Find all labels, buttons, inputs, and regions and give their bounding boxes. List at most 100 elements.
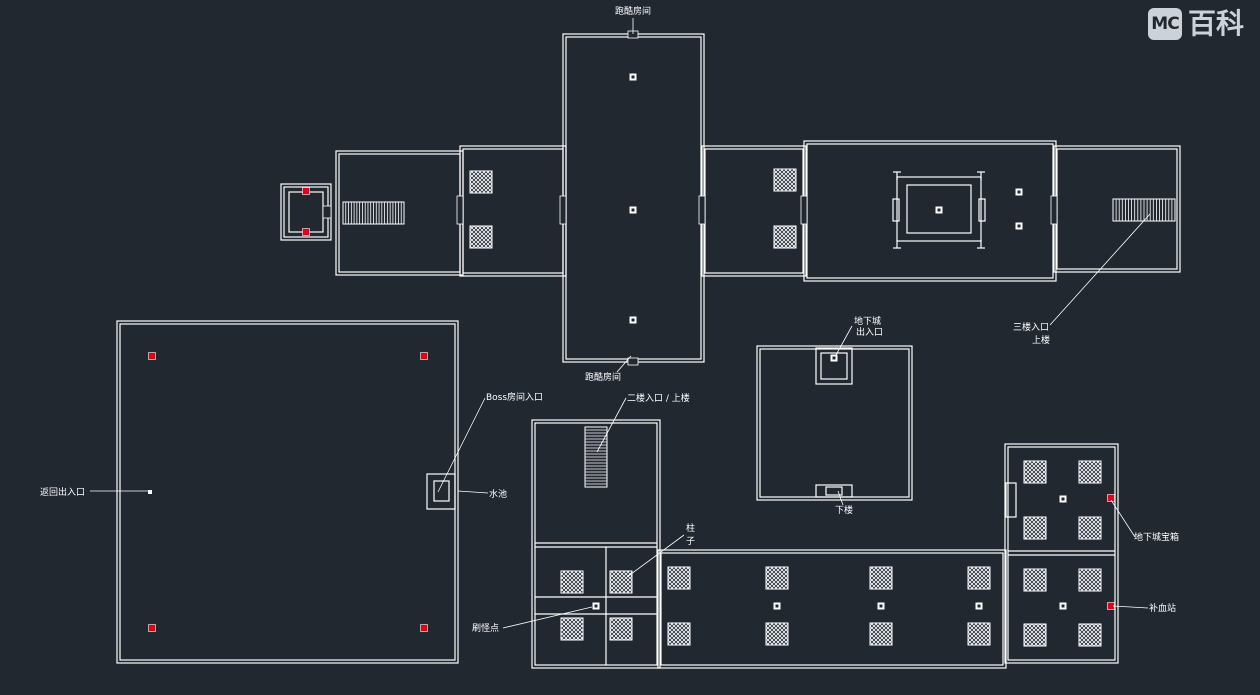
leader-pool bbox=[457, 490, 489, 494]
pillar bbox=[1078, 623, 1102, 647]
pillar bbox=[1023, 623, 1047, 647]
pillar bbox=[773, 168, 797, 192]
spawner-marker-core bbox=[832, 356, 836, 360]
pillar bbox=[967, 566, 991, 590]
label-dungeon-exit-1: 地下城 bbox=[854, 315, 881, 327]
spawner-marker-core bbox=[1061, 497, 1065, 501]
dungeon-exit-room-outer-wall bbox=[756, 345, 913, 501]
logo-text: 百科 bbox=[1188, 7, 1245, 40]
pillar bbox=[560, 570, 584, 594]
pillars-layer bbox=[469, 168, 1102, 647]
pillar bbox=[1023, 516, 1047, 540]
pillar bbox=[667, 622, 691, 646]
spawner-marker-core bbox=[1061, 604, 1065, 608]
pillar bbox=[560, 617, 584, 641]
east-pillar-room-inner-wall bbox=[704, 148, 804, 274]
leader-chest bbox=[1110, 499, 1136, 538]
label-spawner: 刷怪点 bbox=[472, 622, 499, 634]
red-markers-layer bbox=[148, 187, 1115, 632]
central-hall-outer-wall bbox=[803, 140, 1057, 282]
leader-boss-entrance bbox=[437, 397, 486, 493]
label-go-downstairs: 下楼 bbox=[835, 504, 853, 516]
walls-layer bbox=[116, 33, 1181, 669]
dungeon-exit-room-inner-wall bbox=[759, 348, 910, 498]
long-corridor-outer-wall bbox=[657, 549, 1007, 669]
connecting-doorway bbox=[1050, 195, 1058, 225]
connecting-doorway bbox=[698, 195, 706, 225]
spawner-marker-core bbox=[594, 604, 598, 608]
chest-marker bbox=[1107, 494, 1115, 502]
small-side-room-core bbox=[288, 191, 324, 233]
ambush-room-inner-wall bbox=[565, 36, 702, 360]
pillar bbox=[773, 225, 797, 249]
label-boss-entrance: Boss房间入口 bbox=[486, 391, 543, 403]
red-marker-corner bbox=[148, 624, 156, 632]
pillar bbox=[469, 170, 493, 194]
pool-inner bbox=[433, 480, 450, 502]
floor2-block-outer-wall bbox=[531, 419, 661, 669]
leader-ambush-bottom bbox=[616, 355, 632, 373]
red-marker-bottom bbox=[302, 228, 310, 236]
leader-spawner bbox=[502, 606, 593, 629]
pool-outer bbox=[426, 473, 456, 510]
doors-layer bbox=[322, 30, 1058, 366]
pillar bbox=[1023, 568, 1047, 592]
east-pillar-room-outer-wall bbox=[701, 145, 807, 277]
spawner-marker-core bbox=[775, 604, 779, 608]
label-ambush-bottom: 跑酷房间 bbox=[585, 371, 621, 383]
label-ambush-top: 跑酷房间 bbox=[615, 5, 651, 17]
west-pillar-room-outer-wall bbox=[459, 145, 567, 277]
pillar bbox=[609, 617, 633, 641]
pillar bbox=[869, 622, 893, 646]
label-return-entrance: 返回出入口 bbox=[40, 486, 85, 498]
floor2-block-inner-wall bbox=[534, 422, 658, 666]
spawner-marker-core bbox=[879, 604, 883, 608]
leader-pillar bbox=[626, 534, 685, 578]
leader-go-down bbox=[837, 490, 844, 506]
treasure-side-door bbox=[1005, 482, 1017, 518]
label-dungeon-exit-2: 出入口 bbox=[856, 326, 883, 338]
pillar bbox=[609, 570, 633, 594]
mc-logo-icon: MC bbox=[1148, 8, 1182, 40]
spawner-marker-core bbox=[977, 604, 981, 608]
spawner-marker-core bbox=[937, 208, 941, 212]
pillar bbox=[765, 566, 789, 590]
spawner-marker-core bbox=[1017, 190, 1021, 194]
leader-lines-layer bbox=[90, 18, 1151, 629]
exit-hatch-outer bbox=[815, 347, 853, 385]
pillar bbox=[869, 566, 893, 590]
label-floor3-entrance: 三楼入口 bbox=[1013, 321, 1049, 333]
label-heal-station: 补血站 bbox=[1149, 602, 1176, 614]
boss-room-outer-wall bbox=[116, 320, 459, 664]
central-hall-inner-wall bbox=[806, 143, 1054, 279]
altar-left-post bbox=[892, 198, 900, 222]
connecting-doorway bbox=[800, 195, 808, 225]
leader-floor2 bbox=[596, 397, 627, 453]
altar-outer bbox=[896, 176, 982, 242]
west-stair-room-outer-wall bbox=[335, 150, 464, 276]
small-room-door bbox=[322, 205, 332, 219]
red-marker-corner bbox=[148, 352, 156, 360]
label-go-upstairs: 上楼 bbox=[1032, 334, 1050, 346]
pillar bbox=[667, 566, 691, 590]
label-dungeon-chest: 地下城宝箱 bbox=[1134, 531, 1179, 543]
west-pillar-room-inner-wall bbox=[462, 148, 564, 274]
spawner-marker-core bbox=[631, 318, 635, 322]
pillar bbox=[1078, 516, 1102, 540]
label-pillar-2: 子 bbox=[686, 536, 695, 547]
ambush-door-bottom bbox=[627, 357, 639, 366]
exit-hatch-inner bbox=[820, 352, 848, 380]
pillar bbox=[1078, 568, 1102, 592]
down-stair-inner bbox=[825, 486, 843, 496]
pillar bbox=[1023, 460, 1047, 484]
red-marker-corner bbox=[420, 352, 428, 360]
long-corridor-inner-wall bbox=[660, 552, 1004, 666]
connecting-doorway bbox=[456, 195, 464, 225]
spawner-marker-core bbox=[1017, 224, 1021, 228]
leader-floor3 bbox=[1049, 213, 1151, 326]
return-point-marker bbox=[148, 490, 152, 494]
altar-inner bbox=[906, 184, 972, 234]
down-stair-outer bbox=[815, 484, 853, 498]
markers-layer bbox=[148, 73, 1067, 610]
